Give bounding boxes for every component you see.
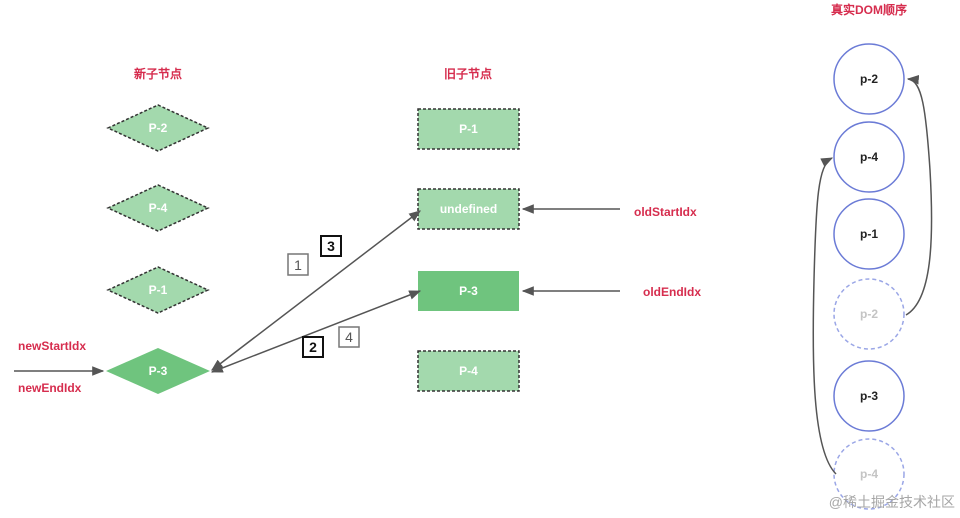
new-start-idx-label: newStartIdx — [18, 339, 86, 353]
real-dom-label: p-2 — [860, 72, 878, 86]
real-dom-label: p-4 — [860, 467, 878, 481]
real-dom-node: p-1 — [833, 198, 905, 270]
real-dom-label: p-2 — [860, 307, 878, 321]
title-real-dom-order: 真实DOM顺序 — [831, 2, 907, 17]
old-child-label: P-4 — [459, 364, 478, 378]
real-dom-node-ghost: p-2 — [833, 278, 905, 350]
old-child-node: P-1 — [417, 108, 520, 150]
real-dom-node: p-3 — [833, 360, 905, 432]
real-dom-label: p-4 — [860, 150, 878, 164]
real-dom-node: p-4 — [833, 121, 905, 193]
dom-move-curve-p2 — [905, 75, 933, 316]
new-end-idx-label: newEndIdx — [18, 381, 82, 395]
title-new-children: 新子节点 — [134, 66, 182, 81]
new-child-node: P-2 — [106, 104, 210, 152]
old-child-node: P-4 — [417, 350, 520, 392]
step-2-badge: 2 — [302, 336, 324, 358]
step-number: 3 — [327, 238, 335, 254]
old-child-label: P-1 — [459, 122, 478, 136]
new-child-label: P-2 — [149, 121, 168, 135]
new-child-label: P-4 — [149, 201, 168, 215]
old-child-node-current: P-3 — [418, 271, 519, 311]
old-start-idx-label: oldStartIdx — [634, 205, 697, 219]
step-4-badge: 4 — [338, 326, 360, 348]
step-number: 1 — [294, 257, 302, 273]
new-child-node: P-4 — [106, 184, 210, 232]
new-child-label: P-1 — [149, 283, 168, 297]
real-dom-label: p-1 — [860, 227, 878, 241]
new-child-node-current: P-3 — [106, 348, 210, 394]
real-dom-node-ghost: p-4 — [833, 438, 905, 510]
compare-arrow-p3 — [210, 290, 422, 373]
old-child-label: undefined — [440, 202, 497, 216]
dom-move-curve-p4 — [812, 157, 837, 475]
title-old-children: 旧子节点 — [444, 66, 492, 81]
old-end-idx-label: oldEndIdx — [643, 285, 701, 299]
real-dom-node: p-2 — [833, 43, 905, 115]
old-child-node: undefined — [417, 188, 520, 230]
step-3-badge: 3 — [320, 235, 342, 257]
new-child-label: P-3 — [149, 364, 168, 378]
old-child-label: P-3 — [459, 284, 478, 298]
step-number: 2 — [309, 339, 317, 355]
step-1-badge: 1 — [287, 253, 309, 276]
step-number: 4 — [345, 329, 353, 345]
watermark: @稀土掘金技术社区 — [829, 494, 955, 510]
real-dom-label: p-3 — [860, 389, 878, 403]
new-child-node: P-1 — [106, 266, 210, 314]
